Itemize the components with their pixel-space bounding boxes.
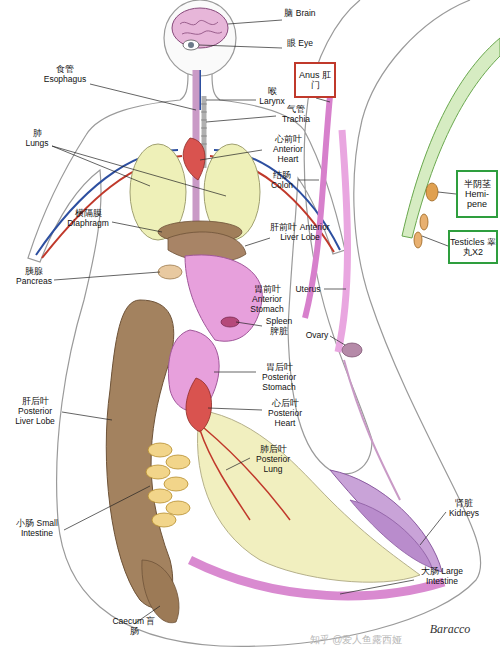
organ-box: Anus 肛门	[294, 62, 336, 98]
head-outline	[164, 0, 236, 76]
leader-line	[54, 272, 160, 280]
eye	[183, 40, 199, 50]
leader-line	[200, 150, 262, 160]
organ-label: 结肠 Colon	[266, 170, 298, 190]
caecum	[142, 560, 179, 623]
organ-label: 大肠 Large Intestine	[412, 566, 472, 586]
leader-line	[226, 458, 250, 470]
intestine-coil	[148, 443, 172, 457]
organ-label: 心前叶 Anterior Heart	[262, 134, 314, 164]
organ-box: 半阴茎 Hemi-pene	[456, 170, 498, 218]
ovary	[342, 343, 362, 357]
brain-folds	[180, 20, 222, 34]
organ-label: Spleen 脾脏	[262, 316, 296, 336]
pancreas	[158, 265, 182, 279]
leader-line	[340, 580, 414, 594]
organ-label: 食管 Esophagus	[40, 64, 90, 84]
organ-label: 肾脏 Kidneys	[444, 498, 484, 518]
intestine-coil	[152, 513, 176, 527]
leader-line	[206, 116, 276, 122]
intestine-coil	[164, 477, 188, 491]
leader-line	[64, 486, 150, 530]
stomach	[185, 255, 262, 341]
leader-line	[214, 372, 256, 373]
testicle	[420, 214, 428, 230]
intestine-coil	[166, 455, 190, 469]
organ-label: 小肠 Small Intestine	[10, 518, 64, 538]
leader-line	[208, 408, 262, 410]
tail-tip	[402, 38, 500, 238]
leader-line	[228, 20, 282, 24]
kidney	[350, 500, 432, 568]
organ-label: 肝前叶 Anterior Liver Lobe	[270, 222, 330, 242]
organ-box: Testicles 睾丸X2	[448, 230, 498, 264]
leader-line	[316, 98, 330, 102]
kidney	[330, 470, 442, 572]
heart	[186, 378, 212, 432]
intestine-coil	[148, 489, 172, 503]
organ-label: 横隔膜 Diaphragm	[64, 208, 112, 228]
leader-lines	[52, 20, 456, 624]
leader-line	[330, 336, 345, 345]
credit-text: 知乎 @爱人鱼露西娅	[296, 634, 416, 646]
leader-line	[245, 238, 270, 246]
organ-label: 喉 Larynx	[254, 86, 290, 106]
leader-line	[206, 100, 256, 101]
leader-line	[199, 45, 282, 48]
organ-label: 胰腺 Pancreas	[14, 266, 54, 286]
organ-label: 心后叶 Posterior Heart	[262, 398, 308, 428]
artery	[200, 428, 290, 520]
box-text: Testicles 睾丸X2	[450, 237, 496, 257]
uterus	[338, 130, 348, 352]
intestine-coil	[166, 501, 190, 515]
box-text: 半阴茎 Hemi-pene	[458, 179, 496, 209]
body-outline	[28, 0, 481, 646]
leader-line	[52, 146, 226, 196]
organ-label: 肺 Lungs	[22, 128, 52, 148]
eye-pupil	[188, 42, 194, 48]
leader-line	[112, 222, 162, 232]
large-intestine	[190, 560, 444, 596]
organ-label: 肺后叶 Posterior Lung	[250, 444, 296, 474]
organ-label: 气管 Trachia	[276, 104, 316, 124]
leader-line	[298, 180, 319, 181]
oviduct	[344, 360, 400, 500]
leader-line	[236, 322, 262, 326]
organ-label: Ovary	[302, 330, 332, 340]
hemipene	[426, 183, 438, 201]
small-intestine	[146, 443, 190, 527]
brain	[172, 8, 228, 48]
organ-label: 胃前叶 Anterior Stomach	[246, 284, 288, 314]
organ-label: 胃后叶 Posterior Stomach	[256, 362, 302, 392]
organ-label: Uterus	[292, 284, 324, 294]
testicle	[414, 232, 422, 248]
intestine-coil	[146, 465, 170, 479]
organ-label: 脑 Brain	[282, 8, 318, 18]
leader-line	[324, 289, 346, 290]
leader-line	[62, 412, 112, 420]
organ-label: 眼 Eye	[282, 38, 318, 48]
leader-line	[438, 192, 456, 194]
leader-line	[90, 84, 196, 110]
credit-text: Baracco	[418, 622, 482, 636]
liver	[106, 300, 174, 608]
organ-label: 肝后叶 Posterior Liver Lobe	[8, 396, 62, 426]
organ-label: Caecum 盲肠	[112, 616, 156, 636]
leader-line	[422, 236, 448, 246]
heart	[183, 138, 205, 180]
trachea-rings	[201, 104, 207, 144]
box-text: Anus 肛门	[296, 70, 334, 90]
leader-line	[420, 512, 446, 545]
